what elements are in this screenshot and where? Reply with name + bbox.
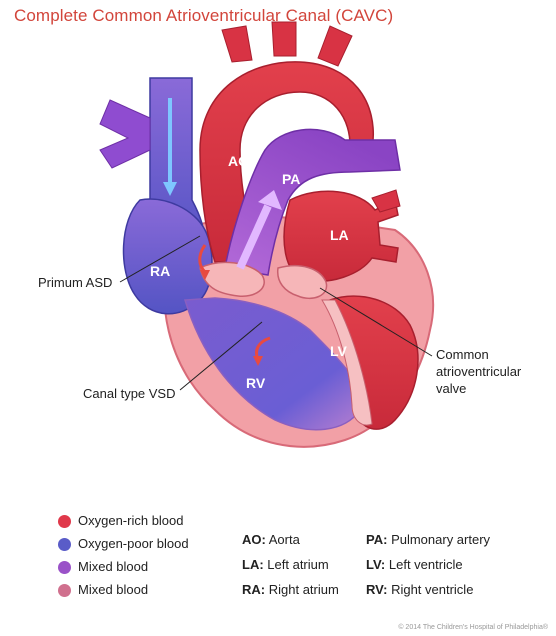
aorta-branch-2 — [271, 21, 297, 57]
abbr-ra: RA: Right atrium — [242, 582, 339, 597]
pulmonary-artery-left-branch — [99, 99, 151, 169]
label-ao: AO — [228, 153, 249, 169]
diagram-title: Complete Common Atrioventricular Canal (… — [14, 6, 394, 25]
callout-valve-line3: valve — [436, 381, 466, 396]
aorta-branch-1 — [221, 25, 253, 63]
legend-label-oxygen-rich: Oxygen-rich blood — [78, 513, 184, 528]
leader-common-av-valve — [319, 287, 433, 357]
common-av-valve — [199, 261, 328, 300]
label-ra: RA — [150, 263, 170, 279]
abbr-ao: AO: Aorta — [242, 532, 300, 547]
ventricular-septum — [321, 299, 373, 426]
flow-arrow-svc — [163, 98, 177, 196]
legend-dot-mixed-pink — [58, 584, 71, 597]
legend-dot-oxygen-poor — [58, 538, 71, 551]
pulmonary-vein-upper — [371, 189, 401, 213]
flow-arrow-rv — [253, 336, 271, 366]
leader-canal-vsd — [179, 321, 263, 391]
callout-valve-line1: Common — [436, 347, 489, 362]
label-lv: LV — [330, 343, 348, 359]
label-pa: PA — [282, 171, 300, 187]
legend-label-mixed-purple: Mixed blood — [78, 559, 149, 574]
flow-arrow-ra — [198, 244, 210, 280]
abbr-rv: RV: Right ventricle — [366, 582, 474, 597]
copyright-notice: © 2014 The Children's Hospital of Philad… — [398, 624, 548, 631]
callout-valve-line2: atrioventricular — [436, 364, 522, 379]
legend-dot-oxygen-rich — [58, 515, 71, 528]
abbr-la: LA: Left atrium — [242, 557, 329, 572]
leader-primum-asd — [119, 235, 201, 283]
callout-canal-vsd: Canal type VSD — [83, 386, 176, 401]
legend-dot-mixed-purple — [58, 561, 71, 574]
legend-label-oxygen-poor: Oxygen-poor blood — [78, 536, 189, 551]
pulmonary-artery — [224, 128, 401, 276]
flow-arrow-pa — [236, 190, 282, 270]
legend-label-mixed-pink: Mixed blood — [78, 582, 149, 597]
heart-illustration: AO PA LA RA RV LV Primum ASD Canal type … — [38, 21, 522, 448]
label-la: LA — [330, 227, 349, 243]
callout-primum-asd: Primum ASD — [38, 275, 112, 290]
label-rv: RV — [246, 375, 266, 391]
left-atrium — [283, 190, 399, 282]
abbr-lv: LV: Left ventricle — [366, 557, 463, 572]
aorta-branch-3 — [317, 25, 353, 67]
abbr-pa: PA: Pulmonary artery — [366, 532, 491, 547]
legend: Oxygen-rich blood Oxygen-poor blood Mixe… — [0, 508, 556, 608]
